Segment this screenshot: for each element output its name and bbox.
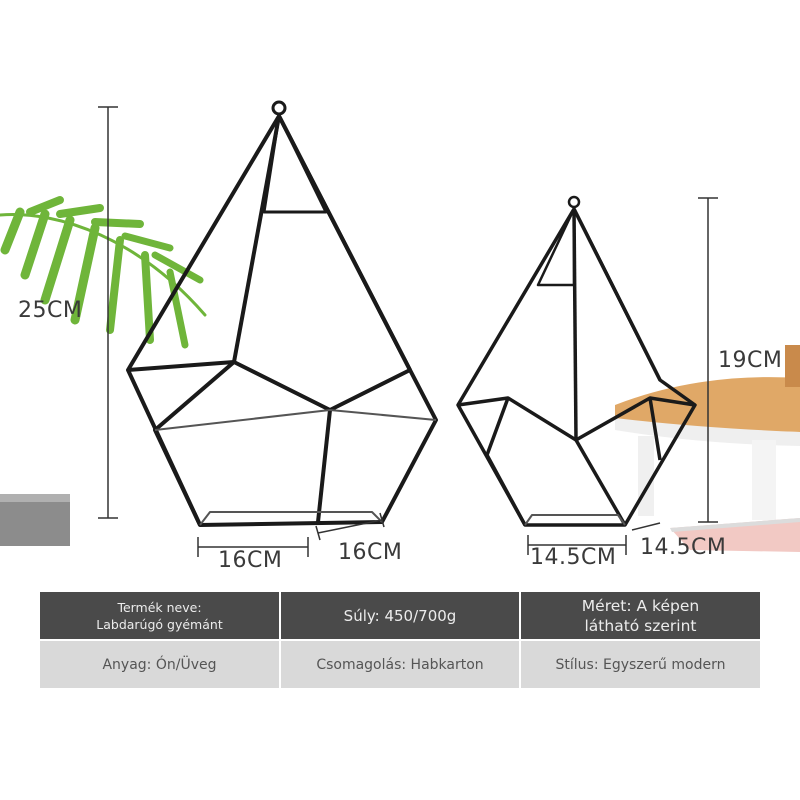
product-photo (0, 100, 800, 557)
palm-leaf-decoration (0, 196, 207, 349)
spec-style: Stílus: Egyszerű modern (520, 640, 760, 690)
phone-decoration (670, 518, 800, 552)
small-width-a-label: 14.5CM (530, 545, 617, 570)
large-width-a-label: 16CM (218, 548, 283, 573)
spec-size-line2: látható szerint (584, 616, 697, 635)
spec-weight: Súly: 450/700g (280, 592, 521, 641)
grey-box-decoration (0, 494, 70, 546)
spec-product-name-label: Termék neve: (117, 599, 202, 615)
spec-size-line1: Méret: A képen (581, 596, 700, 615)
small-height-label: 19CM (718, 348, 783, 373)
dimension-lines (98, 106, 718, 557)
spec-table: Termék neve: Labdarúgó gyémánt Súly: 450… (40, 592, 760, 690)
spec-packaging: Csomagolás: Habkarton (280, 640, 521, 690)
spec-body-row: Anyag: Ón/Üveg Csomagolás: Habkarton Stí… (40, 640, 760, 690)
large-width-b-label: 16CM (338, 540, 403, 565)
spec-header-row: Termék neve: Labdarúgó gyémánt Súly: 450… (40, 592, 760, 641)
small-width-b-label: 14.5CM (640, 535, 727, 560)
spec-size: Méret: A képen látható szerint (520, 592, 760, 641)
spec-material: Anyag: Ón/Üveg (40, 640, 281, 690)
spec-product-name: Termék neve: Labdarúgó gyémánt (40, 592, 281, 641)
large-terrarium (126, 100, 438, 527)
large-height-label: 25CM (18, 298, 83, 323)
small-terrarium (456, 195, 697, 527)
spec-product-name-value: Labdarúgó gyémánt (96, 616, 223, 632)
